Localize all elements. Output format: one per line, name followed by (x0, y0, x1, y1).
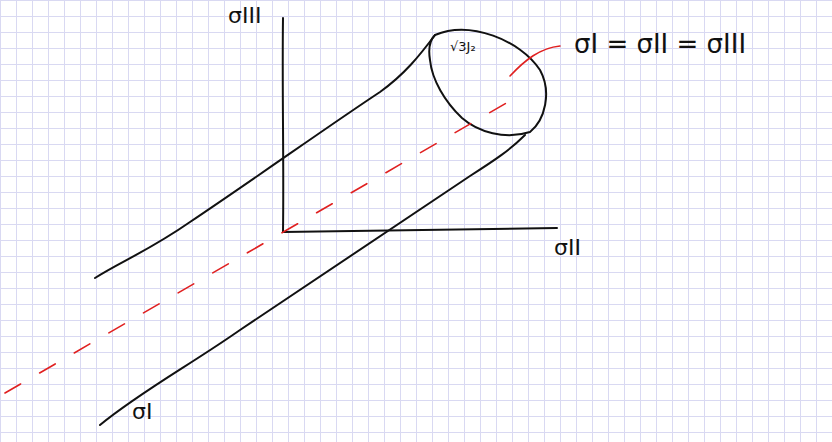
yield-surface-section (429, 30, 546, 135)
leader-line (510, 46, 560, 76)
axis-label: σII (552, 236, 583, 260)
axis-label: σIII (226, 4, 263, 28)
hydrostatic-axis-label: σI = σII = σIII (572, 30, 748, 59)
cylinder-generator (100, 135, 525, 425)
axis-line (282, 18, 285, 232)
hydrostatic-axis (5, 98, 515, 393)
radius-label: √3J₂ (448, 40, 478, 54)
axis-label: σI (130, 400, 154, 424)
cylinder-generator (95, 35, 435, 278)
axis-line (283, 228, 557, 232)
